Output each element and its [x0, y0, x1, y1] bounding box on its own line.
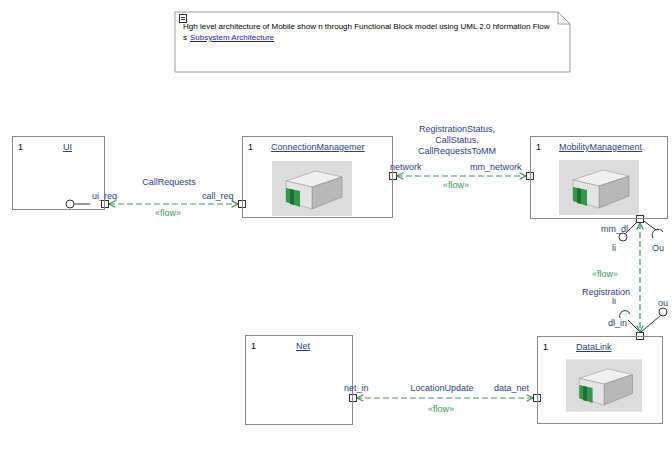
flow-connector	[397, 175, 526, 176]
flow-connector	[639, 223, 640, 332]
port-label: Ou	[652, 243, 664, 254]
note-box: Hgh level architecture of Mobile show n …	[175, 12, 570, 72]
port-label: dl_in	[608, 318, 627, 329]
port-label: ui_req	[92, 191, 117, 202]
multiplicity: 1	[543, 342, 548, 353]
flow-connector	[357, 397, 533, 398]
block-box: 1 MobilityManagement	[530, 136, 668, 219]
multiplicity: 1	[536, 142, 541, 153]
flow-label: LocationUpdate	[408, 383, 475, 394]
stereotype-label: «flow»	[592, 269, 618, 280]
port-label: li	[612, 243, 616, 254]
port-label: ou	[658, 298, 668, 309]
block-header: 1 ConnectionManagemer	[243, 137, 392, 153]
stereotype-label: «flow»	[443, 180, 469, 191]
port-label: data_net	[494, 383, 529, 394]
block-header: 1 MobilityManagement	[531, 137, 667, 153]
block-name: UI	[63, 142, 72, 153]
port-square	[390, 173, 397, 180]
flow-label: Registration	[580, 287, 632, 298]
block-box: 1 ConnectionManagemer	[242, 136, 393, 218]
port-label: net_in	[344, 383, 369, 394]
flow-connector	[109, 203, 238, 204]
multiplicity: 1	[251, 341, 256, 352]
port-label: mm_network	[470, 162, 522, 173]
port-label: call_req	[202, 191, 234, 202]
block-header: 1 UI	[13, 137, 104, 153]
stereotype-label: «flow»	[155, 208, 181, 219]
port-square	[350, 395, 357, 402]
block-box: 1 UI	[12, 136, 105, 210]
port-square	[102, 201, 109, 208]
block-name: DataLink	[576, 342, 612, 353]
block-box: 1 DataLink	[537, 336, 663, 424]
port-label: mm_dl	[601, 224, 628, 235]
block-box: 1 Net	[245, 335, 353, 425]
block-header: 1 Net	[246, 336, 352, 352]
port-label: network	[390, 162, 422, 173]
flow-label: CallRequests	[140, 177, 198, 188]
multiplicity: 1	[248, 142, 253, 153]
block-header: 1 DataLink	[538, 337, 662, 353]
port-square	[637, 216, 644, 223]
note-link: Subsystem Architecture	[190, 33, 274, 42]
block-name: ConnectionManagemer	[271, 142, 365, 153]
block-name: MobilityManagement	[559, 142, 642, 153]
block-name: Net	[296, 341, 310, 352]
multiplicity: 1	[18, 142, 23, 153]
stereotype-label: «flow»	[428, 404, 454, 415]
flow-label: RegistrationStatus, CallStatus, CallRequ…	[416, 124, 498, 157]
